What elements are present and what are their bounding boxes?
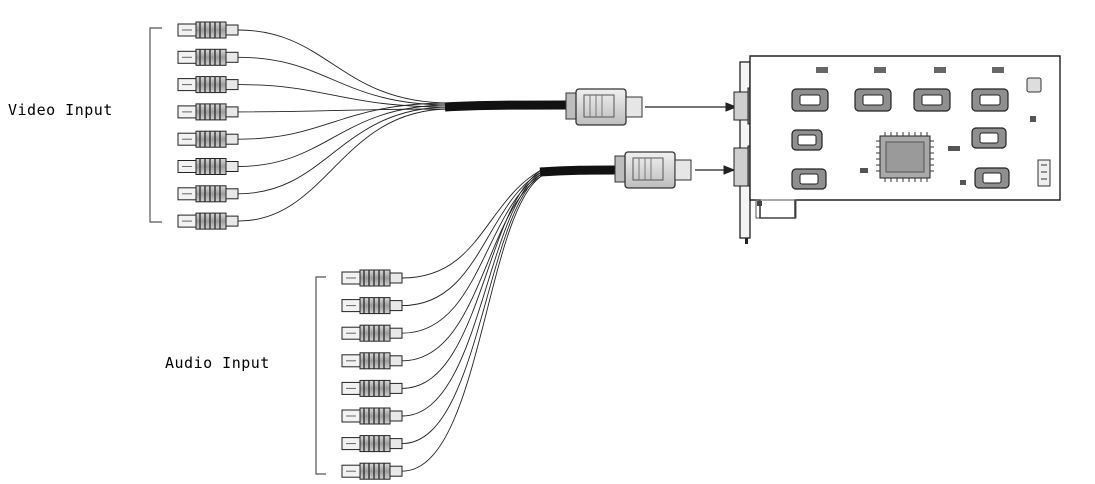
audio-db-connector — [614, 151, 692, 189]
audio-wire — [401, 173, 546, 472]
rca-plug-icon — [341, 297, 403, 315]
rca-plug-icon — [177, 21, 239, 39]
rca-plug-icon — [341, 407, 403, 425]
rca-plug-icon — [177, 185, 239, 203]
video-wire — [237, 108, 451, 222]
video-bracket — [149, 27, 162, 223]
video-wire — [237, 29, 451, 104]
rca-plug-icon — [177, 212, 239, 230]
rca-plug-icon — [177, 158, 239, 175]
video-wire — [237, 104, 451, 167]
rca-plug-icon — [177, 130, 239, 148]
rca-plug-icon — [341, 269, 403, 287]
rca-plug-icon — [341, 352, 403, 370]
video-wire — [237, 108, 451, 113]
audio-wires-group — [401, 167, 546, 472]
audio-wire — [401, 169, 546, 417]
rca-plug-icon — [177, 103, 239, 121]
audio-cable-bundle — [539, 165, 618, 177]
video-db-connector — [565, 88, 643, 126]
rca-plug-icon — [177, 48, 239, 66]
rca-plug-icon — [177, 76, 239, 94]
audio-wire — [401, 173, 546, 362]
capture-card-icon — [733, 55, 1061, 244]
video-wire — [237, 106, 451, 195]
audio-wire — [401, 171, 546, 445]
rca-plug-icon — [341, 435, 403, 453]
audio-wire — [401, 167, 546, 279]
video-wire — [237, 102, 451, 140]
video-wires-group — [237, 29, 451, 222]
audio-wire — [401, 171, 546, 334]
video-plugs-group — [177, 21, 239, 230]
video-input-label: Video Input — [8, 101, 113, 119]
rca-plug-icon — [341, 462, 403, 480]
arrow-icon — [645, 102, 738, 112]
rca-plug-icon — [341, 324, 403, 342]
video-cable-bundle — [444, 100, 569, 112]
audio-wire — [401, 169, 546, 307]
arrow-icon — [695, 165, 736, 175]
audio-plugs-group — [341, 269, 403, 480]
audio-wire — [401, 167, 546, 389]
rca-plug-icon — [341, 379, 403, 397]
video-wire — [237, 84, 451, 108]
chip-icon — [876, 132, 934, 182]
audio-input-label: Audio Input — [165, 354, 270, 372]
audio-bracket — [315, 276, 326, 475]
video-wire — [237, 56, 451, 106]
